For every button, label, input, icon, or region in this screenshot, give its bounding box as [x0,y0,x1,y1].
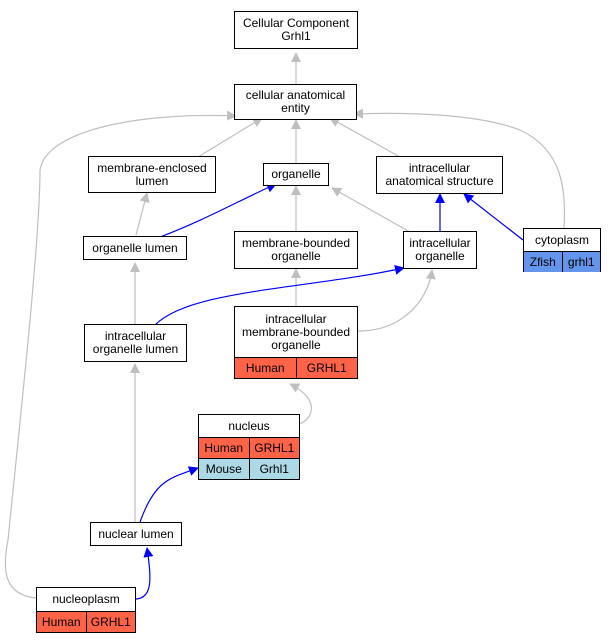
node-intracellular-organelle[interactable]: intracellular organelle [403,231,477,269]
node-organelle[interactable]: organelle [263,163,329,186]
edge-nucleoplasm-to-nl [135,547,154,600]
node-label: intracellular membrane-bounded organelle [241,311,351,352]
edge-cytoplasm-to-cae [353,108,566,229]
edge-iol-to-io [154,264,405,326]
node-label: cellular anatomical entity [245,88,346,115]
node-label: intracellular organelle [409,236,471,263]
node-label: nuclear lumen [98,526,174,541]
node-label: nucleoplasm [52,592,120,606]
node-cytoplasm[interactable]: cytoplasm Zfish grhl1 [523,228,601,272]
species-cell: Human [37,612,86,632]
node-label: nucleus [228,418,270,433]
node-label: organelle [271,167,321,181]
species-cell: Human [235,358,296,378]
node-label: intracellular anatomical structure [385,161,494,188]
node-cellular-anatomical-entity[interactable]: cellular anatomical entity [234,84,357,120]
gene-row: Human GRHL1 [37,611,135,632]
edge-cytoplasm-to-ias [463,193,524,241]
gene-cell: Grhl1 [248,459,299,479]
node-label: organelle lumen [92,240,178,255]
gene-cell: GRHL1 [248,438,299,458]
edge-io-to-organelle [331,187,411,233]
species-cell: Mouse [199,459,249,479]
gene-cell: grhl1 [561,252,600,272]
edge-ol-to-organelle [159,183,277,238]
edge-imbo-to-io [356,269,436,332]
gene-row: Mouse Grhl1 [199,458,299,479]
edge-ol-to-mel [135,192,150,236]
node-intracellular-anatomical-structure[interactable]: intracellular anatomical structure [376,156,503,194]
node-label: intracellular organelle lumen [92,329,179,356]
gene-cell: GRHL1 [295,358,357,378]
node-organelle-lumen[interactable]: organelle lumen [83,236,187,260]
gene-row: Human GRHL1 [235,357,357,378]
node-intracellular-membrane-bounded-organelle[interactable]: intracellular membrane-bounded organelle… [234,306,358,379]
species-cell: Human [199,438,249,458]
node-label: membrane-enclosed lumen [97,160,207,188]
species-cell: Zfish [524,252,562,272]
node-nuclear-lumen[interactable]: nuclear lumen [90,522,182,546]
edge-nucleus-to-imbo [289,383,312,425]
node-label: Cellular Component Grhl1 [242,16,350,43]
node-nucleus[interactable]: nucleus Human GRHL1 Mouse Grhl1 [198,414,300,480]
node-membrane-bounded-organelle[interactable]: membrane-bounded organelle [234,231,358,269]
node-membrane-enclosed-lumen[interactable]: membrane-enclosed lumen [88,156,216,193]
node-label: cytoplasm [534,232,590,247]
edge-mel-to-cae [197,117,263,158]
node-nucleoplasm[interactable]: nucleoplasm Human GRHL1 [36,587,136,633]
gene-cell: GRHL1 [85,612,135,632]
node-label: membrane-bounded organelle [241,236,351,263]
node-intracellular-organelle-lumen[interactable]: intracellular organelle lumen [84,324,187,362]
node-cellular-component[interactable]: Cellular Component Grhl1 [234,11,358,49]
gene-row: Zfish grhl1 [524,251,600,272]
gene-row: Human GRHL1 [199,437,299,458]
edge-nucleoplasm-to-cae [4,110,237,599]
edge-ias-to-cae [329,117,401,158]
edge-nl-to-nucleus [139,466,199,523]
